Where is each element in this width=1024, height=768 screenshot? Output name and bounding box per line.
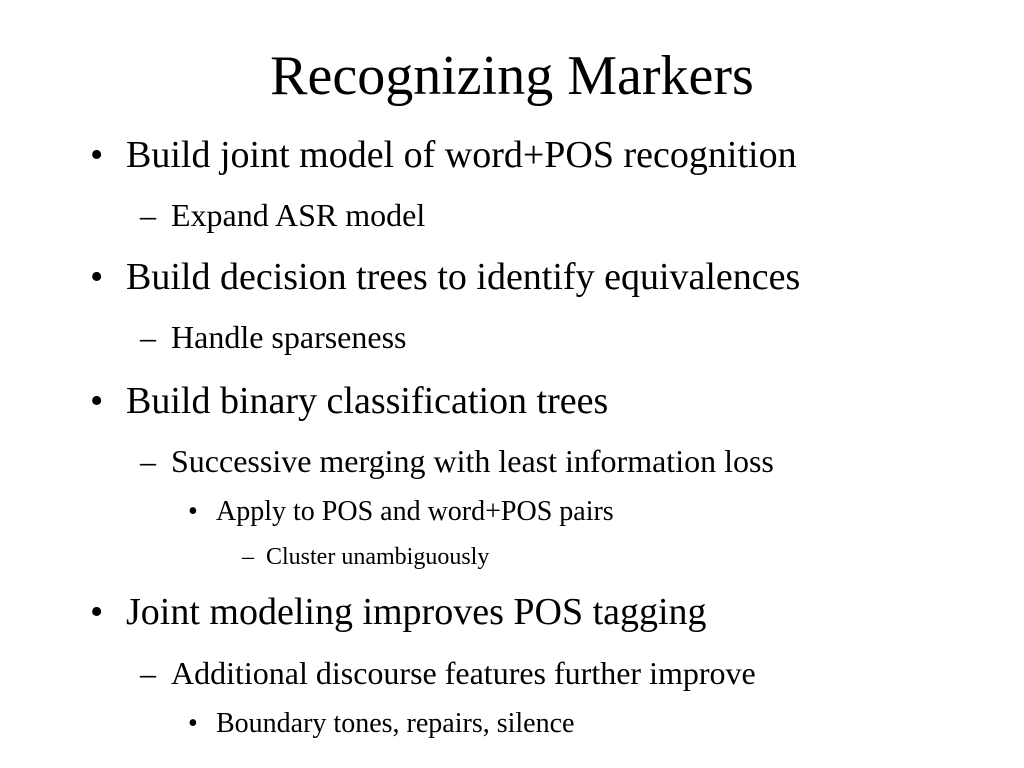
bullet-marker: – [140, 319, 156, 355]
bullet-marker: – [140, 443, 156, 479]
bullet-marker: • [90, 380, 104, 422]
slide-title: Recognizing Markers [270, 45, 754, 107]
bullet-marker: – [242, 544, 254, 570]
bullet-text: Successive merging with least informatio… [171, 443, 774, 479]
bullet-text: Joint modeling improves POS tagging [126, 591, 707, 633]
bullet-text: Apply to POS and word+POS pairs [216, 496, 614, 527]
bullet-marker: • [90, 591, 104, 633]
bullet-text: Additional discourse features further im… [171, 655, 756, 691]
bullet-marker: – [140, 655, 156, 691]
bullet-text: Build decision trees to identify equival… [126, 256, 801, 298]
bullet-marker: • [188, 708, 198, 739]
bullet-text: Handle sparseness [171, 319, 407, 355]
bullet-marker: • [188, 496, 198, 527]
bullet-marker: – [140, 197, 156, 233]
bullet-text: Build joint model of word+POS recognitio… [126, 134, 797, 176]
bullet-marker: • [90, 134, 104, 176]
bullet-text: Boundary tones, repairs, silence [216, 708, 575, 739]
bullet-marker: • [90, 256, 104, 298]
bullet-text: Expand ASR model [171, 197, 426, 233]
bullet-text: Cluster unambiguously [266, 544, 490, 570]
bullet-text: Build binary classification trees [126, 380, 609, 422]
